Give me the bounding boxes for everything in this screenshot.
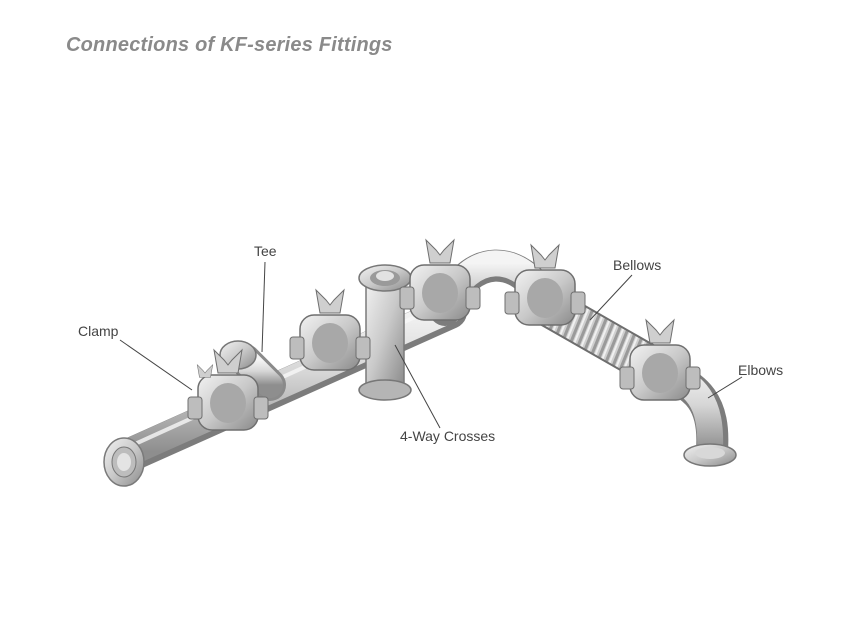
clamp-4 — [504, 243, 586, 326]
tee-label: Tee — [254, 243, 277, 259]
tee-leader — [261, 261, 266, 353]
diagram-title: Connections of KF-series Fittings — [66, 34, 393, 56]
clamp-5 — [619, 318, 701, 401]
elbows-label: Elbows — [738, 362, 783, 378]
elbows-leader — [707, 376, 743, 399]
clamp-label: Clamp — [78, 323, 119, 339]
clamp-2 — [289, 288, 371, 371]
left-end-flange — [103, 437, 145, 487]
four-way-cross — [358, 264, 412, 401]
clamp-6 — [196, 363, 214, 378]
clamp-leader — [119, 339, 193, 391]
bellows-label: Bellows — [613, 257, 661, 273]
clamp-1 — [187, 348, 269, 431]
crosses-label: 4-Way Crosses — [400, 428, 495, 444]
bellows-leader — [589, 274, 633, 321]
crosses-leader — [394, 344, 441, 429]
clamp-3 — [399, 238, 481, 321]
